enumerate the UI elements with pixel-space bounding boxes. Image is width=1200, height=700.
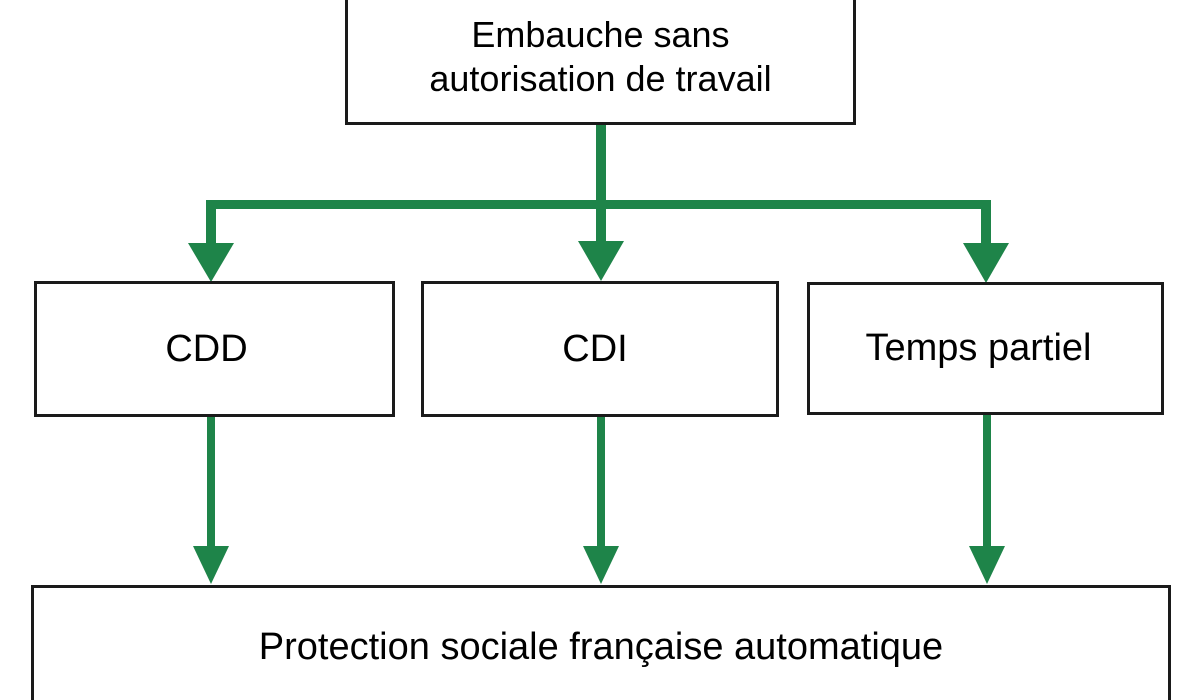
- node-cdi[interactable]: CDI: [421, 281, 779, 417]
- edge-temps-partiel-to-protection: [969, 415, 1005, 584]
- node-label-cdd: CDD: [165, 327, 248, 370]
- edge-cdi-to-protection: [583, 417, 619, 584]
- node-label-cdi: CDI: [562, 327, 628, 370]
- edge-root-to-temps-partiel: [963, 200, 1009, 283]
- node-label-embauche-sans-autorisation: Embauche sans autorisation de travail: [429, 13, 772, 99]
- node-protection-sociale[interactable]: Protection sociale française automatique: [31, 585, 1171, 700]
- node-cdd[interactable]: CDD: [34, 281, 395, 417]
- node-embauche-sans-autorisation[interactable]: Embauche sans autorisation de travail: [345, 0, 856, 125]
- edge-root-to-bar: [596, 124, 606, 206]
- edge-cdd-to-protection: [193, 417, 229, 584]
- node-label-temps-partiel: Temps partiel: [865, 327, 1092, 370]
- edge-root-to-cdi: [578, 200, 624, 281]
- node-temps-partiel[interactable]: Temps partiel: [807, 282, 1164, 415]
- node-label-protection-sociale: Protection sociale française automatique: [258, 626, 944, 668]
- edge-root-to-cdd: [188, 200, 234, 282]
